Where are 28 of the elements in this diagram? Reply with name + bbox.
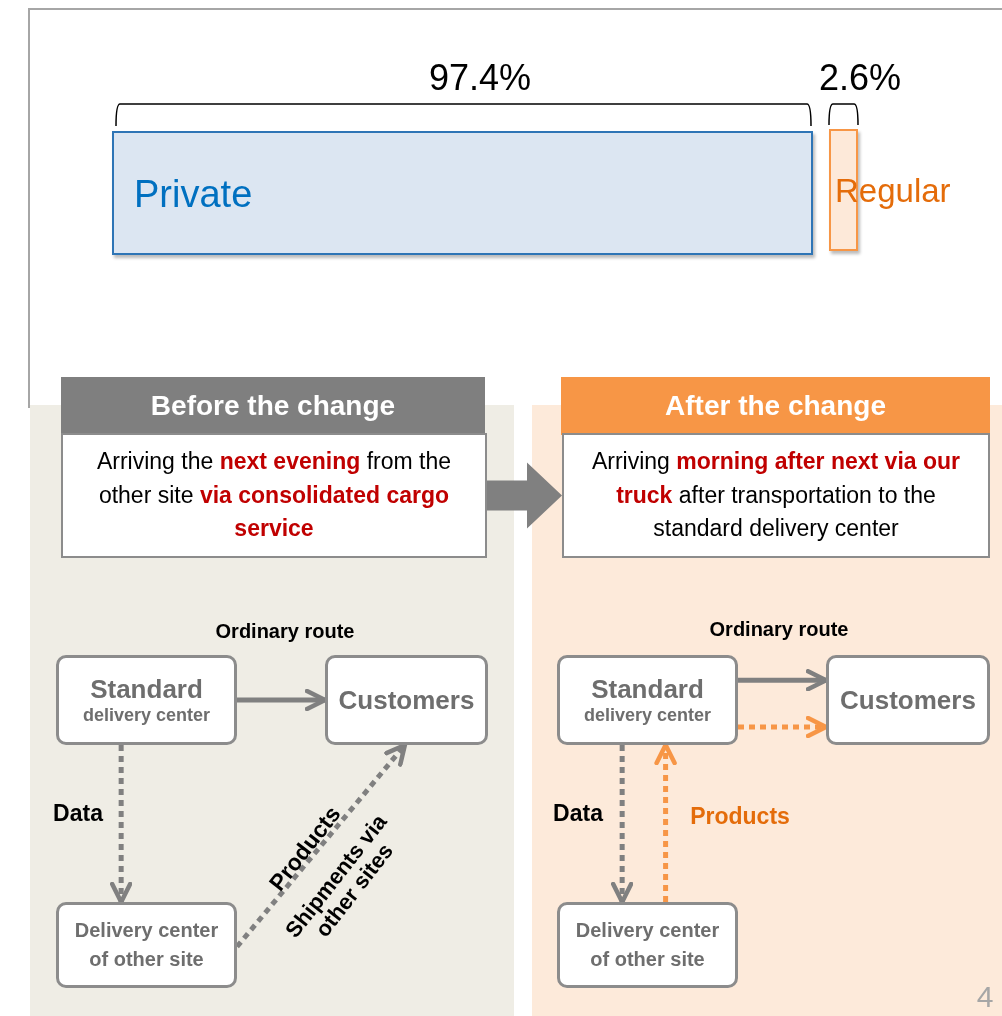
- description-box: Arriving the next evening from the other site via consolidated cargo service: [61, 433, 487, 558]
- process-box: Customers: [325, 655, 488, 745]
- arrow: [235, 742, 408, 949]
- percent-label: 2.6%: [818, 57, 902, 99]
- panel-header: After the change: [561, 377, 990, 435]
- arrow: [109, 745, 133, 905]
- process-box: Standard delivery center: [56, 655, 237, 745]
- edge-label: Ordinary route: [709, 618, 849, 641]
- arrow: [610, 745, 634, 905]
- arrow: [738, 715, 829, 739]
- block-arrow: [487, 462, 562, 529]
- page-number: 4: [976, 980, 994, 1014]
- arrow: [738, 668, 829, 692]
- description-box: Arriving morning after next via our truck after transportation to the standard delivery center: [562, 433, 990, 558]
- arrow: [237, 688, 328, 712]
- panel-header: Before the change: [61, 377, 485, 435]
- edge-label: Ordinary route: [215, 620, 355, 643]
- edge-label: Products: [690, 803, 790, 830]
- percent-label: 97.4%: [428, 57, 532, 99]
- process-box: Delivery center of other site: [56, 902, 237, 988]
- process-box: Standard delivery center: [557, 655, 738, 745]
- bar-segment: [112, 131, 813, 255]
- edge-label: Data: [553, 800, 603, 827]
- bar-label: Private: [134, 173, 253, 216]
- process-box: Delivery center of other site: [557, 902, 738, 988]
- process-box: Customers: [826, 655, 990, 745]
- arrow: [654, 742, 677, 902]
- edge-label: Data: [53, 800, 103, 827]
